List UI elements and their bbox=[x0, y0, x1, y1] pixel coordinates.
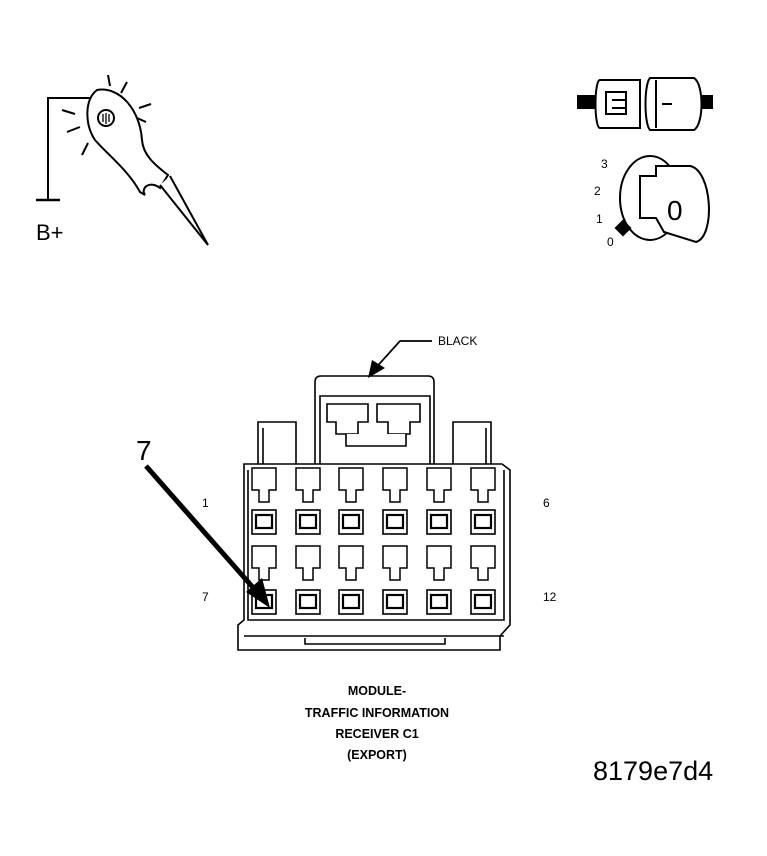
test-light-icon bbox=[36, 74, 209, 246]
caption-line-2: TRAFFIC INFORMATION bbox=[305, 706, 449, 720]
pin-cavity-5 bbox=[426, 467, 452, 535]
connector-color-label: BLACK bbox=[438, 334, 477, 348]
key-position-2: 2 bbox=[594, 184, 601, 198]
pin-cavity-11 bbox=[426, 545, 452, 615]
caption-line-3: RECEIVER C1 bbox=[335, 727, 418, 741]
caption-line-4: (EXPORT) bbox=[347, 748, 407, 762]
black-leader bbox=[368, 340, 432, 378]
pin-cavity-3 bbox=[338, 467, 364, 535]
callout-arrow bbox=[144, 464, 270, 608]
key-position-0: 0 bbox=[607, 235, 614, 249]
pin-cavity-6 bbox=[470, 467, 496, 535]
key-position-3: 3 bbox=[601, 157, 608, 171]
pin-cavity-2 bbox=[295, 467, 321, 535]
pin-cavity-1 bbox=[251, 467, 277, 535]
callout-pin-number: 7 bbox=[136, 435, 152, 466]
pin-label-6: 6 bbox=[543, 496, 550, 510]
pin-label-1: 1 bbox=[202, 496, 209, 510]
b-plus-label: B+ bbox=[36, 220, 64, 245]
pin-cavity-12 bbox=[470, 545, 496, 615]
pin-cavity-10 bbox=[382, 545, 408, 615]
key-position-1: 1 bbox=[596, 212, 603, 226]
connector-latches bbox=[326, 403, 421, 447]
pin-label-7: 7 bbox=[202, 590, 209, 604]
connector-caption: MODULE- TRAFFIC INFORMATION RECEIVER C1 … bbox=[305, 684, 449, 762]
pin-cavity-4 bbox=[382, 467, 408, 535]
pin-cavity-8 bbox=[295, 545, 321, 615]
pin-cavities bbox=[251, 467, 496, 615]
connector-housing bbox=[237, 375, 511, 651]
figure-id: 8179e7d4 bbox=[593, 756, 713, 786]
ignition-key-icon bbox=[577, 77, 713, 244]
key-mark: 0 bbox=[667, 195, 683, 226]
pin-label-12: 12 bbox=[543, 590, 557, 604]
pin-cavity-9 bbox=[338, 545, 364, 615]
caption-line-1: MODULE- bbox=[348, 684, 406, 698]
